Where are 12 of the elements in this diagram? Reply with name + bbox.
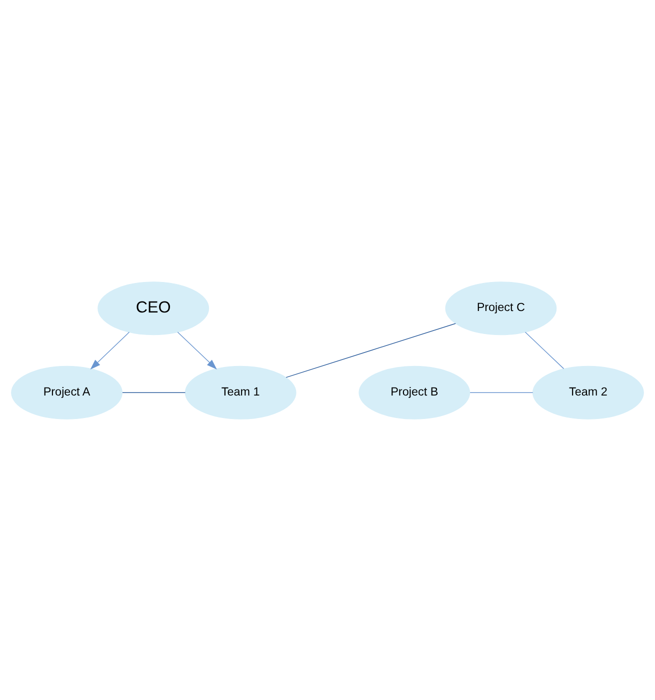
connector [286,322,456,378]
node-ellipse: Team 1 [184,365,296,419]
arrow [177,331,217,369]
node-ellipse: Team 2 [532,365,644,419]
node-ellipse: Project A [11,365,123,419]
node-ellipse: Project C [445,281,557,335]
connector [470,392,534,393]
connector [524,331,564,369]
arrow [90,331,130,369]
node-ellipse: Project B [358,365,470,419]
connector [122,392,186,393]
node-ellipse: CEO [98,281,210,335]
